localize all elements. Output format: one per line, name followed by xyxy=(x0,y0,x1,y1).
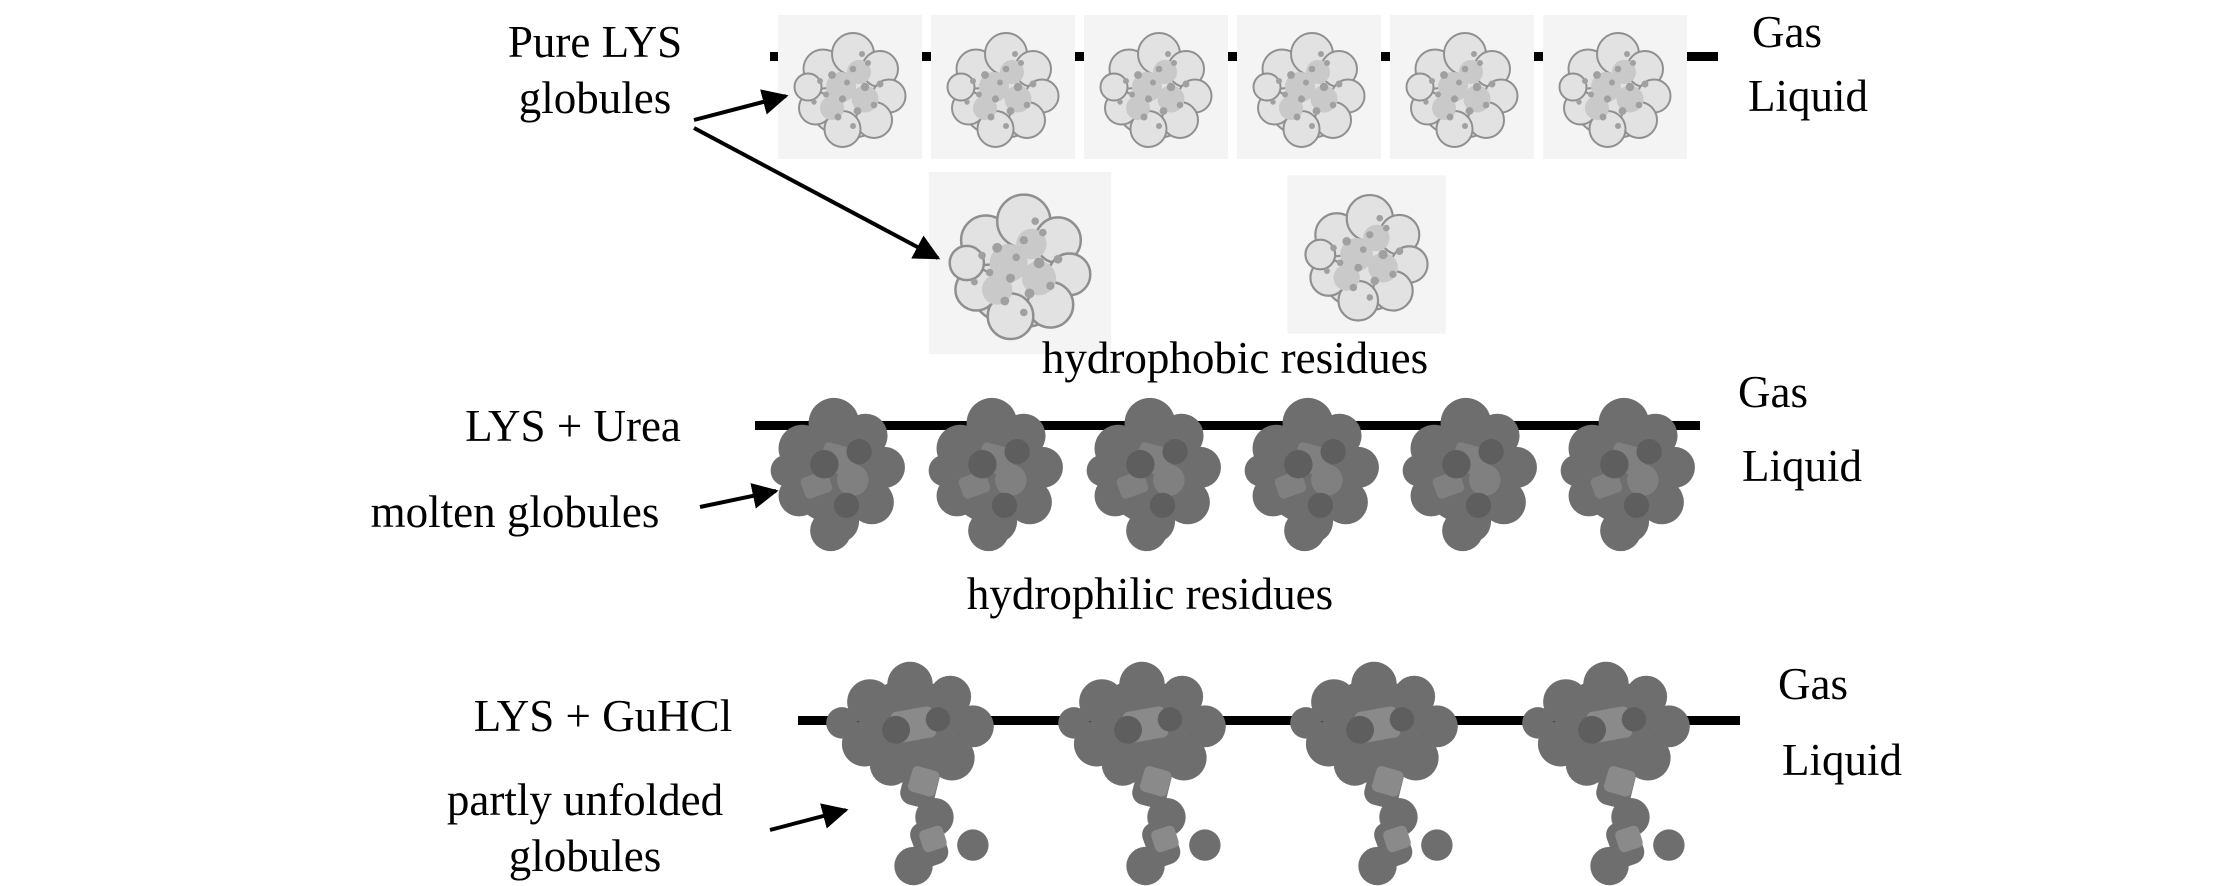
pure-lys-label-line2: globules xyxy=(518,73,672,124)
partly-unfolded-globule xyxy=(1508,660,1718,886)
molten-globules-label: molten globules xyxy=(370,487,660,537)
gas-label-urea: Gas xyxy=(1738,367,1808,417)
pure-lys-globule xyxy=(928,12,1078,162)
partly-unfolded-globule xyxy=(1044,660,1254,886)
hydrophobic-residues-label: hydrophobic residues xyxy=(1041,333,1429,383)
interface-line-guhcl xyxy=(798,716,1740,725)
pure-lys-globule xyxy=(1081,12,1231,162)
pure-lys-globule xyxy=(1540,12,1690,162)
pure-lys-globule xyxy=(1387,12,1537,162)
molten-globule xyxy=(758,382,916,556)
interface-line-urea xyxy=(755,421,1700,430)
pure-globule-row xyxy=(775,12,1690,162)
pure-lys-globule xyxy=(1234,12,1384,162)
partly-unfolded-label-line1: partly unfolded xyxy=(446,775,724,825)
unfolded-globule-row xyxy=(812,660,1718,886)
pure-lys-globule xyxy=(775,12,925,162)
lys-urea-label: LYS + Urea xyxy=(465,401,681,451)
liquid-label-pure: Liquid xyxy=(1748,71,1868,121)
molten-globule xyxy=(1548,382,1706,556)
liquid-label-guhcl: Liquid xyxy=(1782,735,1902,785)
partly-unfolded-globule xyxy=(812,660,1022,886)
molten-globule xyxy=(1074,382,1232,556)
gas-label-guhcl: Gas xyxy=(1778,659,1848,709)
molten-globule-row xyxy=(758,382,1706,556)
partly-unfolded-globule xyxy=(1276,660,1486,886)
molten-globule xyxy=(916,382,1074,556)
molten-globule xyxy=(1390,382,1548,556)
pure-lys-globule-detached xyxy=(1284,172,1449,337)
partly-unfolded-label-line2: globules xyxy=(508,831,662,882)
pure-lys-label: Pure LYS globules xyxy=(455,14,735,127)
hydrophilic-residues-label: hydrophilic residues xyxy=(966,569,1334,619)
lys-guhcl-label: LYS + GuHCl xyxy=(473,691,733,741)
pure-lys-label-line1: Pure LYS xyxy=(507,17,683,67)
molten-globule xyxy=(1232,382,1390,556)
liquid-label-urea: Liquid xyxy=(1742,441,1862,491)
gas-label-pure: Gas xyxy=(1752,7,1822,57)
partly-unfolded-label: partly unfolded globules xyxy=(405,772,765,885)
